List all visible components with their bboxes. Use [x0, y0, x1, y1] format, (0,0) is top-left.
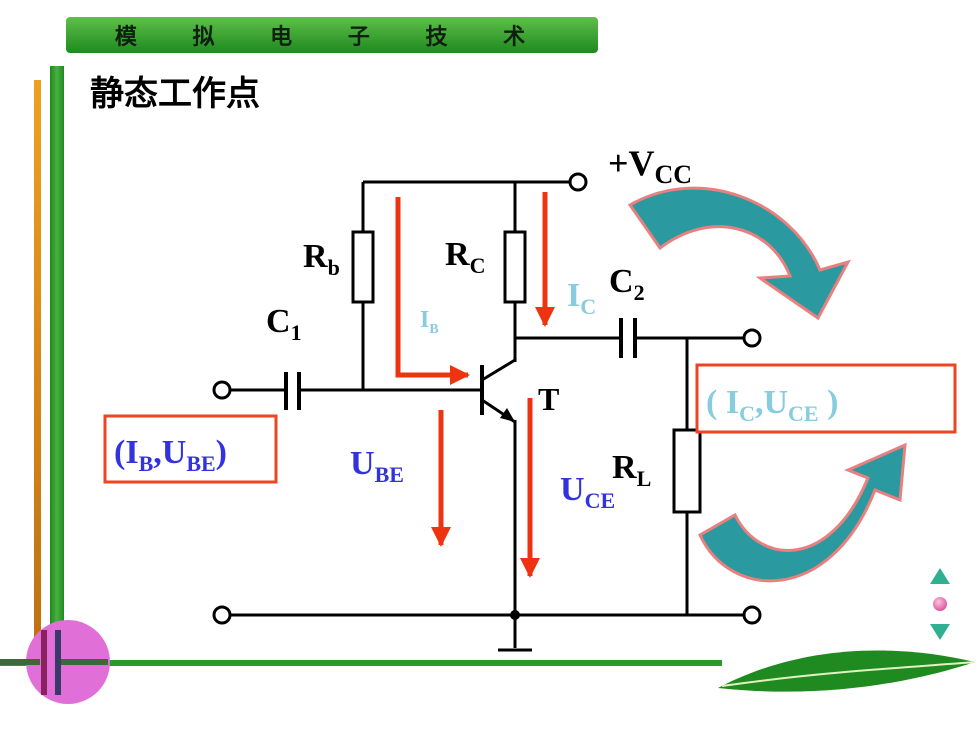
output-box: [695, 363, 957, 434]
c2-label: C2: [609, 263, 645, 305]
course-header: 模 拟 电 子 技 术: [66, 17, 598, 53]
course-title: 模 拟 电 子 技 术: [114, 24, 550, 50]
wires: [230, 180, 745, 652]
c1-label: C1: [266, 303, 302, 345]
input-box-text: (IB,UBE): [114, 434, 227, 476]
input-box: [103, 414, 278, 484]
slide-title: 静态工作点: [90, 74, 260, 114]
ube-label: UBE: [350, 445, 404, 487]
curved-arrow-bottom-icon: [698, 442, 907, 583]
emitter-arrow-icon: [500, 408, 515, 422]
curved-arrow-top-icon: [627, 186, 851, 321]
ic-label: IC: [567, 277, 596, 319]
rl-label: RL: [612, 449, 651, 491]
vcc-label: +VCC: [608, 143, 692, 189]
uce-label: UCE: [560, 471, 615, 513]
output-box-text: ( IC,UCE ): [706, 384, 838, 426]
terminals: [212, 172, 762, 625]
transistor-label: T: [538, 381, 559, 417]
capacitor-c2: [619, 318, 637, 358]
current-arrows: [395, 192, 555, 578]
capacitor-c1: [284, 372, 301, 410]
rc-label: RC: [445, 236, 485, 278]
ib-label: IB: [420, 307, 439, 337]
left-green-bar: [50, 66, 64, 666]
left-orange-bar: [34, 80, 41, 640]
next-slide-button[interactable]: [930, 624, 950, 640]
prev-slide-button[interactable]: [930, 568, 950, 584]
home-dot-button[interactable]: [933, 597, 947, 611]
rb-label: Rb: [303, 238, 340, 280]
resistor-rl: [672, 428, 702, 514]
resistor-rc: [503, 230, 527, 304]
resistor-rb: [351, 230, 375, 304]
junction-dot: [510, 610, 520, 620]
bottom-green-line: [0, 660, 722, 666]
